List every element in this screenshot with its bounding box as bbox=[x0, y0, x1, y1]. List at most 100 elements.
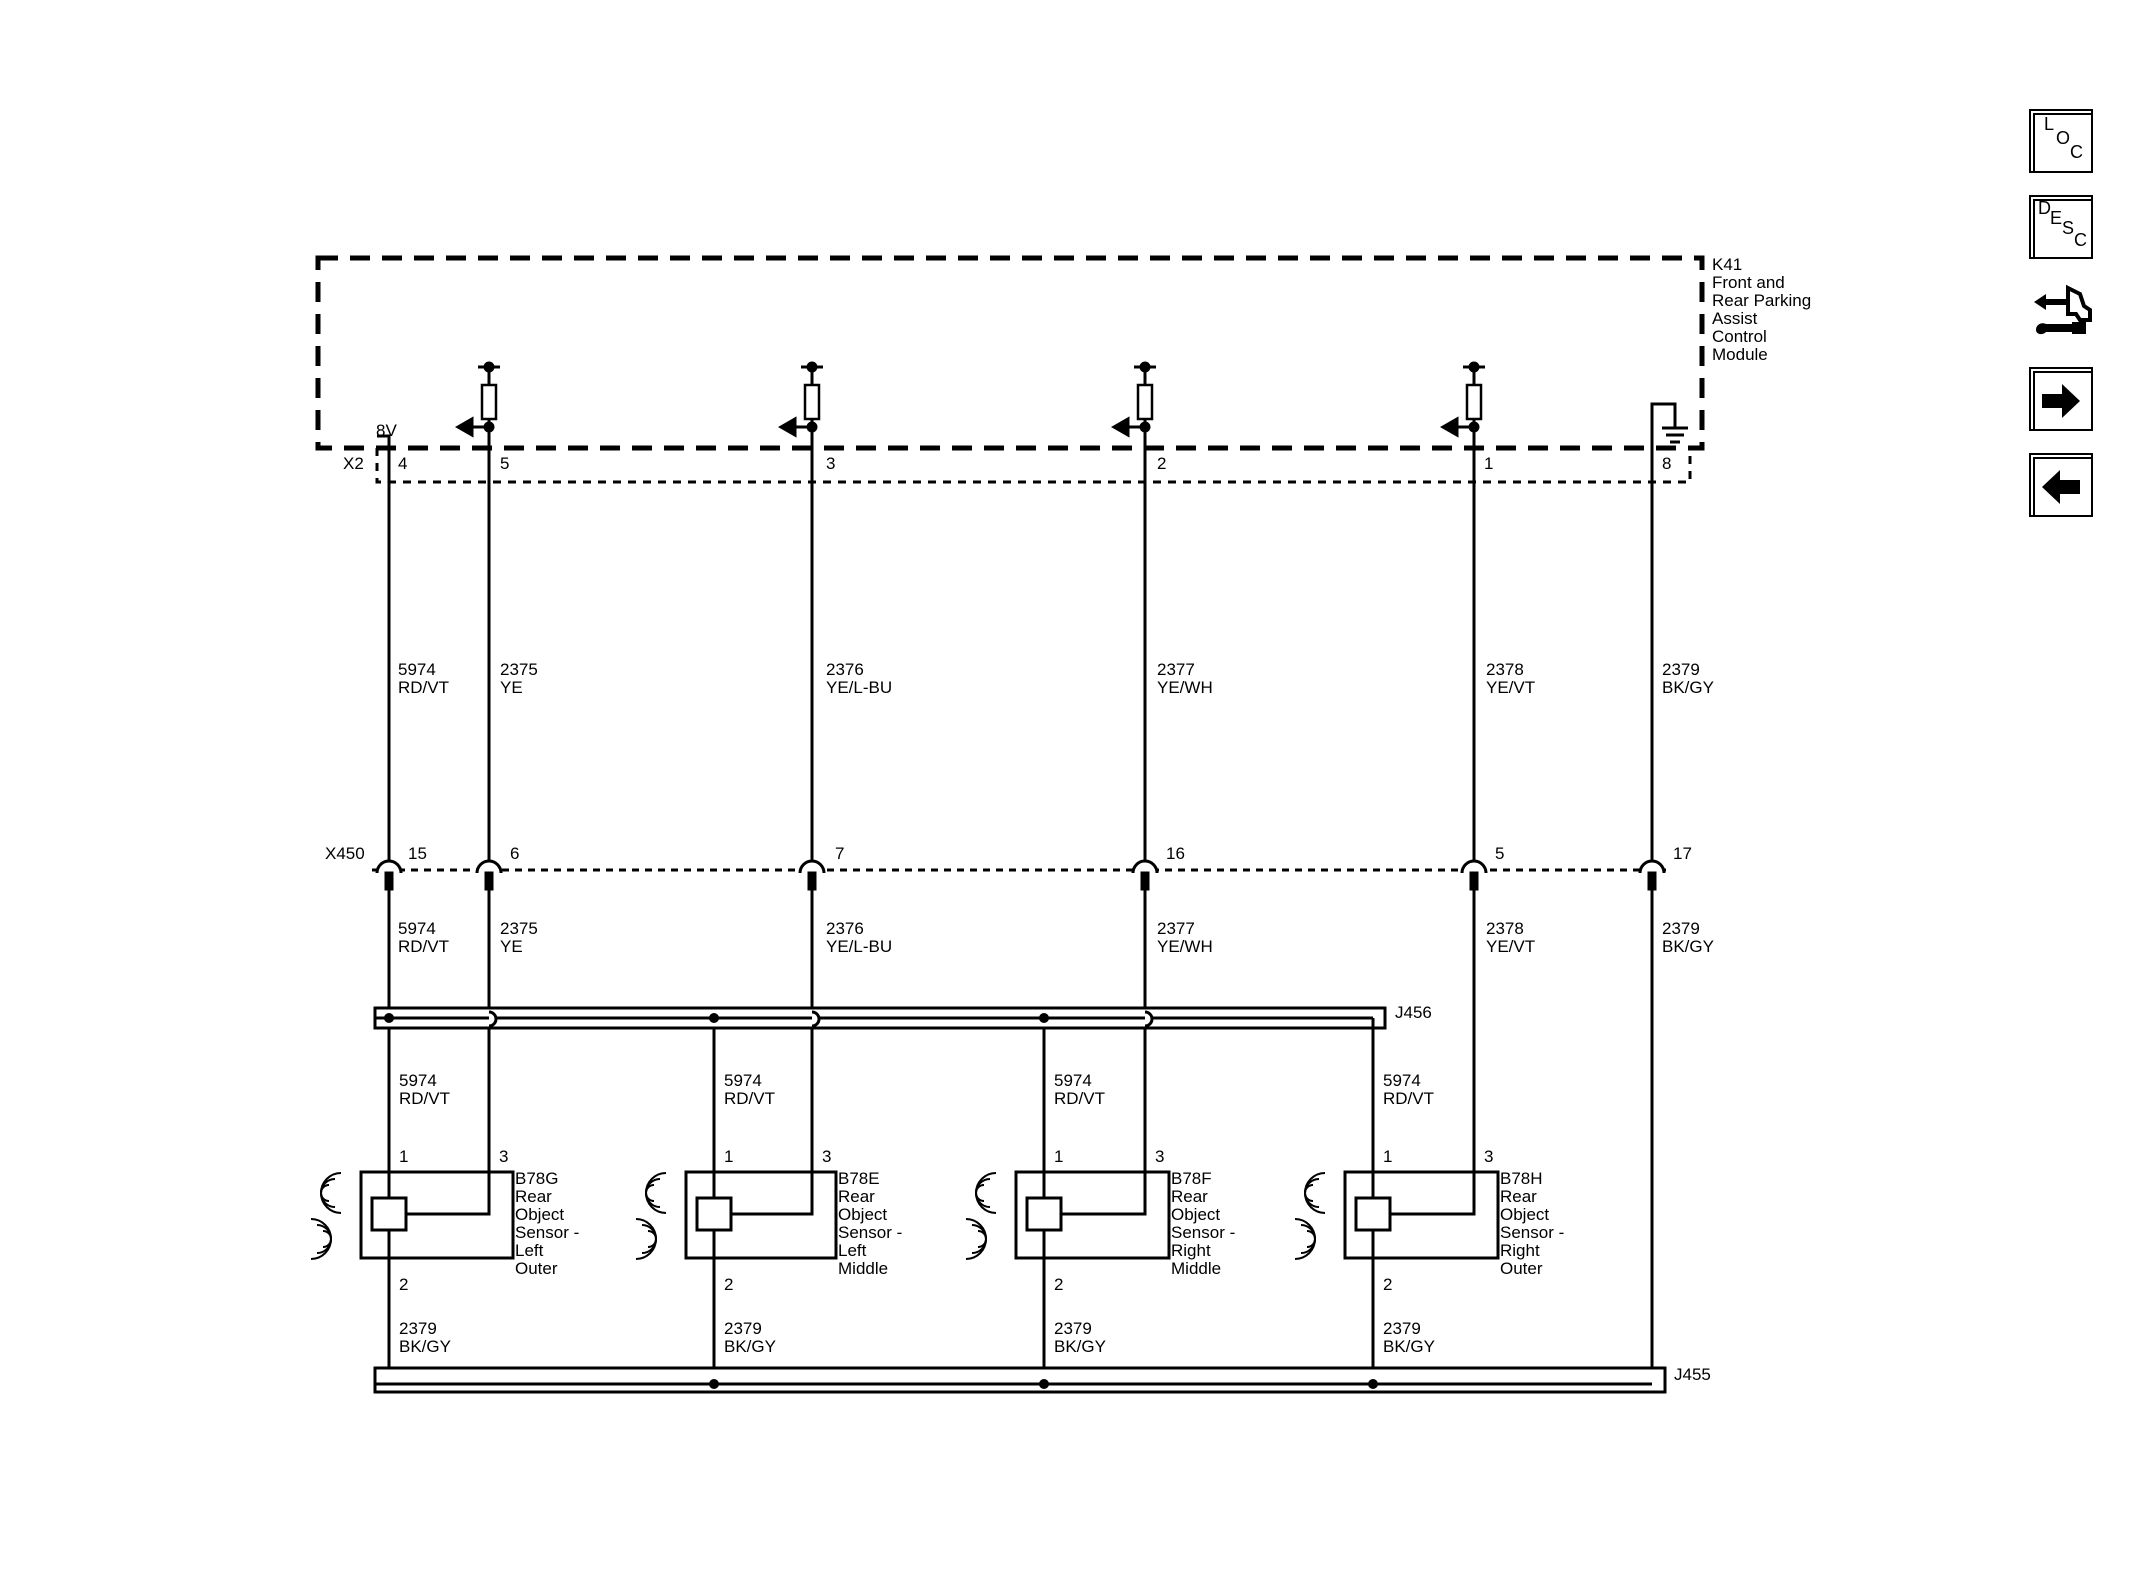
sensor-desc-line: Object bbox=[838, 1205, 887, 1224]
sensor-desc-line: Middle bbox=[1171, 1259, 1221, 1278]
sensor-element bbox=[370, 1196, 408, 1232]
module-title-1: Front and bbox=[1712, 273, 1785, 292]
x450-pin-labels: 15 6 7 16 5 17 bbox=[408, 844, 1692, 863]
j456-label: J456 bbox=[1395, 1003, 1432, 1022]
svg-text:5974: 5974 bbox=[398, 919, 436, 938]
sensor-ref: B78E bbox=[838, 1169, 880, 1188]
previous-page-button[interactable] bbox=[2028, 452, 2094, 518]
sensor-pin-3: 3 bbox=[499, 1147, 508, 1166]
sensor-desc-line: Object bbox=[1171, 1205, 1220, 1224]
svg-text:4: 4 bbox=[398, 454, 407, 473]
svg-text:2375: 2375 bbox=[500, 919, 538, 938]
svg-text:17: 17 bbox=[1673, 844, 1692, 863]
sensor-supply-color: RD/VT bbox=[724, 1089, 775, 1108]
sensor-pin-3: 3 bbox=[822, 1147, 831, 1166]
sensor-pin-3: 3 bbox=[1484, 1147, 1493, 1166]
sensor-desc-line: Left bbox=[515, 1241, 544, 1260]
svg-text:5: 5 bbox=[1495, 844, 1504, 863]
svg-text:5974: 5974 bbox=[398, 660, 436, 679]
svg-text:2378: 2378 bbox=[1486, 660, 1524, 679]
desc-letter-d: D bbox=[2038, 198, 2051, 218]
sensor-ref: B78F bbox=[1171, 1169, 1212, 1188]
connector-wrench-icon bbox=[2034, 284, 2092, 335]
svg-text:YE: YE bbox=[500, 678, 523, 697]
loc-letter-l: L bbox=[2044, 114, 2054, 134]
sensor-desc-line: Rear bbox=[1500, 1187, 1537, 1206]
sensor-ref: B78H bbox=[1500, 1169, 1543, 1188]
svg-text:YE: YE bbox=[500, 937, 523, 956]
ultrasonic-wave-icon bbox=[310, 1172, 342, 1260]
module-title-3: Assist bbox=[1712, 309, 1758, 328]
sensor-ground-color: BK/GY bbox=[1383, 1337, 1435, 1356]
svg-text:2377: 2377 bbox=[1157, 919, 1195, 938]
desc-letter-e: E bbox=[2050, 208, 2062, 228]
x450-label: X450 bbox=[325, 844, 365, 863]
sensor-ground-circuit: 2379 bbox=[1054, 1319, 1092, 1338]
svg-text:YE/WH: YE/WH bbox=[1157, 937, 1213, 956]
connector-info-button[interactable] bbox=[2028, 280, 2094, 346]
svg-text:YE/L-BU: YE/L-BU bbox=[826, 937, 892, 956]
x2-connector-outline bbox=[375, 448, 1692, 484]
svg-text:7: 7 bbox=[835, 844, 844, 863]
svg-text:2376: 2376 bbox=[826, 660, 864, 679]
sensor-desc-line: Left bbox=[838, 1241, 867, 1260]
svg-text:16: 16 bbox=[1166, 844, 1185, 863]
sensor-desc-line: Rear bbox=[838, 1187, 875, 1206]
sensor-supply-circuit: 5974 bbox=[1054, 1071, 1092, 1090]
next-page-button[interactable] bbox=[2028, 366, 2094, 432]
svg-text:5: 5 bbox=[500, 454, 509, 473]
j455-splice bbox=[373, 1366, 1667, 1394]
sensor-pin-2: 2 bbox=[399, 1275, 408, 1294]
sensor-pin-1: 1 bbox=[1383, 1147, 1392, 1166]
svg-text:2376: 2376 bbox=[826, 919, 864, 938]
svg-text:2378: 2378 bbox=[1486, 919, 1524, 938]
sensor-supply-color: RD/VT bbox=[1054, 1089, 1105, 1108]
sensor-desc-line: Object bbox=[515, 1205, 564, 1224]
ultrasonic-wave-icon bbox=[1294, 1172, 1326, 1260]
sensor-pin-2: 2 bbox=[724, 1275, 733, 1294]
arrow-left-icon bbox=[2029, 453, 2093, 517]
sensor-pin-3: 3 bbox=[1155, 1147, 1164, 1166]
sensor-ref: B78G bbox=[515, 1169, 558, 1188]
ultrasonic-wave-icon bbox=[965, 1172, 997, 1260]
loc-letter-c: C bbox=[2070, 142, 2083, 162]
sensor-pin-1: 1 bbox=[1054, 1147, 1063, 1166]
j455-label: J455 bbox=[1674, 1365, 1711, 1384]
sensor-supply-circuit: 5974 bbox=[724, 1071, 762, 1090]
svg-text:2: 2 bbox=[1157, 454, 1166, 473]
svg-text:6: 6 bbox=[510, 844, 519, 863]
description-button[interactable]: D E S C bbox=[2028, 194, 2094, 260]
sensor-desc-line: Right bbox=[1500, 1241, 1540, 1260]
x450-terminals bbox=[375, 859, 1666, 891]
sensor-desc-line: Right bbox=[1171, 1241, 1211, 1260]
ultrasonic-wave-icon bbox=[635, 1172, 667, 1260]
module-title-5: Module bbox=[1712, 345, 1768, 364]
svg-text:YE/WH: YE/WH bbox=[1157, 678, 1213, 697]
svg-text:1: 1 bbox=[1484, 454, 1493, 473]
svg-text:2379: 2379 bbox=[1662, 919, 1700, 938]
module-k41-box bbox=[315, 255, 1705, 451]
svg-text:2375: 2375 bbox=[500, 660, 538, 679]
location-button[interactable]: L O C bbox=[2028, 108, 2094, 174]
sensor-desc-line: Sensor - bbox=[838, 1223, 902, 1242]
sensor-desc-line: Outer bbox=[515, 1259, 558, 1278]
sensor-desc-line: Object bbox=[1500, 1205, 1549, 1224]
ground-icon bbox=[1650, 402, 1688, 482]
sensor-desc-line: Sensor - bbox=[1171, 1223, 1235, 1242]
sensor-element bbox=[1354, 1196, 1392, 1232]
sensor-pin-2: 2 bbox=[1383, 1275, 1392, 1294]
sensor-supply-circuit: 5974 bbox=[399, 1071, 437, 1090]
sensor-desc-line: Sensor - bbox=[515, 1223, 579, 1242]
mid-wire-labels: 5974 RD/VT 2375 YE 2376 YE/L-BU 2377 YE/… bbox=[398, 919, 1714, 956]
svg-text:BK/GY: BK/GY bbox=[1662, 678, 1714, 697]
x2-pin-labels: 4 5 3 2 1 8 bbox=[398, 454, 1671, 473]
svg-text:YE/VT: YE/VT bbox=[1486, 937, 1535, 956]
sensor-signal-link bbox=[1390, 1172, 1476, 1216]
svg-text:BK/GY: BK/GY bbox=[1662, 937, 1714, 956]
sensor-signal-link bbox=[731, 1172, 814, 1216]
j456-crossovers bbox=[488, 1010, 1154, 1028]
